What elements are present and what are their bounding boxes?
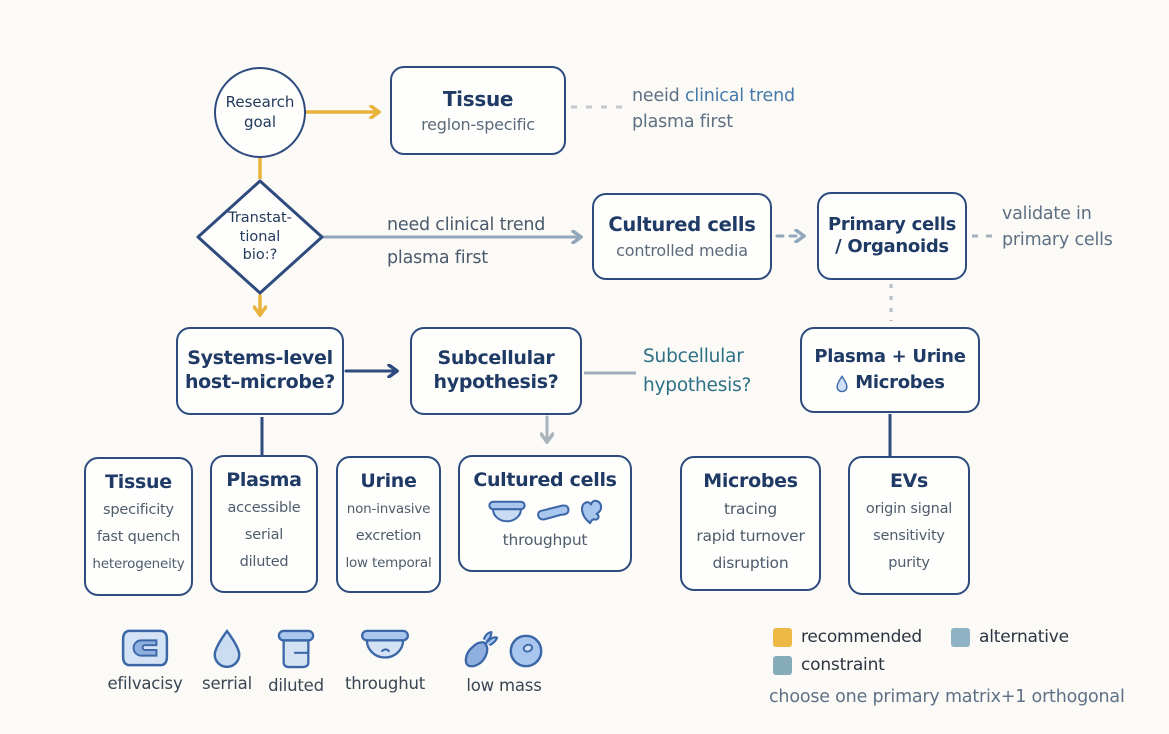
cultured-cells-card-title: Cultured cells [473, 469, 617, 491]
systems-level-line2: host–microbe? [184, 371, 336, 393]
dish-icon [488, 500, 526, 523]
plasma-urine-line1: Plasma + Urine [814, 346, 966, 367]
evs-card: EVs origin signal sensitivity purity [848, 456, 970, 595]
legend-item-low-mass: low mass [458, 628, 550, 695]
tissue-cassette-icon [121, 629, 169, 667]
plasma-card-item: accessible [227, 500, 301, 516]
legend-item-diluted: diluted [258, 628, 334, 695]
tissue-note: neeid clinical trend plasma first [632, 83, 795, 136]
microbes-card-item: tracing [723, 500, 778, 518]
evs-card-title: EVs [889, 470, 929, 492]
tissue-note-line2: plasma first [632, 112, 733, 133]
subcellular-line2: hypothesis? [433, 371, 559, 393]
cultured-cells-node: Cultured cells controlled media [592, 193, 772, 280]
tissue-node: Tissue reglon-specific [390, 66, 566, 155]
cultured-cells-icons [486, 499, 604, 525]
tissue-card: Tissue specificity fast quench heterogen… [84, 457, 193, 596]
subcellular-note-line1: Subcellular [643, 346, 744, 367]
subcellular-node: Subcellular hypothesis? [410, 327, 582, 415]
constraint-label: constraint [801, 655, 885, 675]
alternative-label: alternative [979, 627, 1069, 647]
path-label-line2: plasma first [387, 248, 488, 268]
research-goal-label-line1: Research [225, 93, 295, 111]
tissue-note-word1: neeid [632, 86, 680, 106]
plasma-urine-node: Plasma + Urine Microbes [800, 327, 980, 413]
translational-line2: tional [239, 228, 281, 245]
droplet-icon [836, 374, 848, 392]
constraint-swatch [773, 656, 792, 675]
tissue-note-rest: clinical trend [684, 86, 795, 106]
evs-card-item: origin signal [865, 501, 953, 517]
validate-note-line2: primary cells [1002, 230, 1113, 251]
recommended-swatch [773, 628, 792, 647]
droplet-icon [213, 629, 241, 668]
plasma-card: Plasma accessible serial diluted [210, 455, 318, 593]
urine-card-item: excretion [355, 528, 422, 544]
urine-card-item: low temporal [345, 555, 432, 571]
tissue-card-item: specificity [103, 502, 174, 518]
translational-label: Transtat- tional bio:? [194, 177, 326, 297]
dish-icon [361, 629, 409, 659]
evs-card-item: sensitivity [873, 528, 945, 544]
legend-label: low mass [466, 676, 542, 695]
primary-cells-line1: Primary cells [827, 213, 957, 235]
tissue-card-title: Tissue [105, 471, 172, 493]
recommended-label: recommended [801, 627, 923, 647]
legend-item-efficacy: efilvacisy [101, 628, 189, 693]
evs-card-item: purity [888, 555, 930, 571]
translational-line1: Transtat- [228, 210, 292, 227]
flask-icon [537, 504, 570, 521]
research-goal-label-line2: goal [243, 112, 277, 131]
systems-level-line1: Systems-level [187, 347, 333, 370]
cultured-cells-node-title: Cultured cells [608, 213, 756, 237]
microbes-card: Microbes tracing rapid turnover disrupti… [680, 456, 821, 591]
tissue-node-subtitle: reglon-specific [421, 115, 535, 134]
urine-card: Urine non-invasive excretion low tempora… [336, 456, 441, 593]
plasma-card-item: diluted [239, 554, 289, 570]
microbes-card-title: Microbes [703, 470, 798, 492]
translational-line3: bio:? [242, 247, 278, 264]
legend-item-serial: serrial [196, 628, 258, 693]
legend-label: serrial [202, 674, 252, 693]
cultured-cells-card: Cultured cells throughput [458, 455, 632, 572]
primary-cells-line2: / Organoids [835, 236, 949, 257]
tissue-card-item: heterogeneity [92, 556, 185, 572]
cultured-cells-card-item: throughput [502, 531, 588, 549]
subcellular-note: Subcellular hypothesis? [643, 343, 751, 400]
legend-item-throughput: throughut [341, 628, 429, 693]
urine-card-title: Urine [360, 470, 417, 492]
validate-note: validate in primary cells [1002, 201, 1113, 254]
microbes-card-item: rapid turnover [696, 527, 805, 545]
research-goal-node: Research goal [214, 67, 306, 158]
tissue-card-item: fast quench [96, 529, 181, 545]
path-label-line1: need clinical trend [387, 215, 546, 235]
disc-icon [509, 634, 543, 668]
cultured-cells-node-subtitle: controlled media [616, 240, 748, 260]
primary-cells-node: Primary cells / Organoids [817, 192, 967, 280]
legend-label: efilvacisy [107, 674, 183, 693]
plasma-card-title: Plasma [226, 469, 302, 491]
cell-blob-icon [580, 499, 603, 525]
subcellular-note-line2: hypothesis? [643, 374, 752, 396]
plasma-card-item: serial [244, 527, 284, 543]
alternative-swatch [951, 628, 970, 647]
tissue-node-title: Tissue [442, 87, 514, 111]
carrot-icon [464, 630, 499, 668]
microbes-card-item: disruption [712, 554, 789, 572]
urine-card-item: non-invasive [346, 501, 431, 517]
translational-decision-node: Transtat- tional bio:? [194, 177, 326, 297]
validate-note-line1: validate in [1002, 204, 1092, 224]
legend-note: choose one primary matrix+1 orthogonal [769, 687, 1125, 707]
container-icon [277, 629, 315, 669]
diamond-shape [196, 179, 324, 295]
legend-label: diluted [268, 676, 324, 695]
subcellular-line1: Subcellular [437, 347, 555, 370]
path-label: need clinical trend plasma first [387, 209, 545, 275]
systems-level-node: Systems-level host–microbe? [176, 327, 344, 415]
plasma-urine-line2: Microbes [855, 371, 945, 393]
legend-label: throughut [345, 674, 425, 693]
